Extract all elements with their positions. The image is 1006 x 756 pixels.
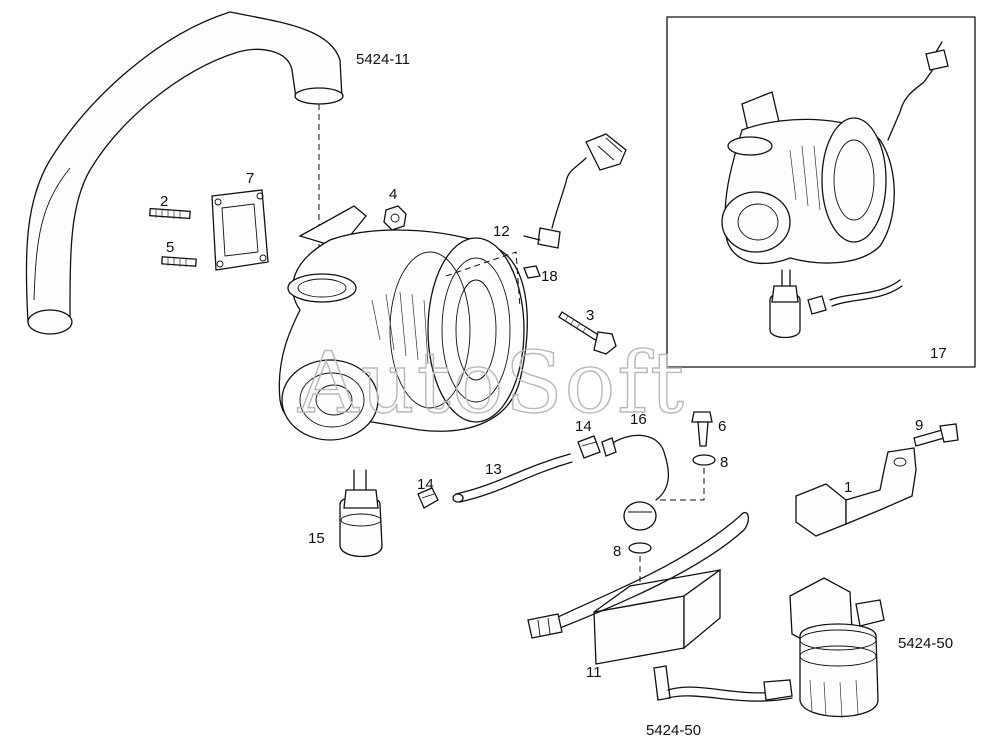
ref-fuel-fitting: 5424-50: [646, 722, 701, 739]
callout-2: 2: [160, 193, 168, 210]
callout-13: 13: [485, 461, 502, 478]
callout-1: 1: [844, 479, 852, 496]
sensor-12: [523, 133, 627, 249]
inset-hose: [807, 279, 903, 315]
callout-16: 16: [630, 411, 647, 428]
ref-fuel-filter: 5424-50: [898, 635, 953, 652]
callout-11: 11: [586, 664, 602, 681]
wastegate-actuator: [339, 469, 383, 558]
ref-intake-pipe: 5424-11: [356, 51, 410, 68]
inset-frame: [666, 16, 976, 368]
bracket-1: [795, 447, 917, 537]
clip-18: [523, 265, 541, 279]
callout-14-left: 14: [417, 476, 434, 493]
inset-actuator: [769, 269, 801, 339]
callout-8-lower: 8: [613, 543, 621, 560]
fuel-line-fitting: [653, 665, 793, 702]
sensor-11: [527, 501, 750, 665]
hose-clip-right: [577, 435, 601, 459]
callout-12: 12: [493, 223, 510, 240]
callout-18: 18: [541, 268, 558, 285]
nut: [383, 205, 407, 231]
callout-15: 15: [308, 530, 325, 547]
fuel-filter: [789, 577, 885, 719]
callout-8-upper: 8: [720, 454, 728, 471]
pressure-line-16: [601, 434, 669, 501]
hose-clip-left: [417, 487, 439, 509]
bolt-3: [558, 311, 617, 355]
inset-turbocharger: [721, 41, 949, 265]
callout-14-right: 14: [575, 418, 592, 435]
callout-17: 17: [930, 345, 947, 362]
hose-13: [452, 453, 573, 503]
stud-2: [149, 207, 191, 220]
stud-5: [161, 256, 197, 267]
bolt-9: [913, 423, 959, 447]
gasket: [211, 189, 269, 271]
turbocharger: [278, 205, 528, 441]
callout-3: 3: [586, 307, 594, 324]
bolt-alignment-line: [660, 468, 705, 501]
washer-8-upper: [692, 454, 716, 466]
callout-9: 9: [915, 417, 923, 434]
callout-6: 6: [718, 418, 726, 435]
callout-5: 5: [166, 239, 174, 256]
watermark: AutoSoft: [297, 334, 686, 432]
callout-7: 7: [246, 170, 254, 187]
callout-4: 4: [389, 186, 397, 203]
bolt-6: [691, 411, 713, 447]
